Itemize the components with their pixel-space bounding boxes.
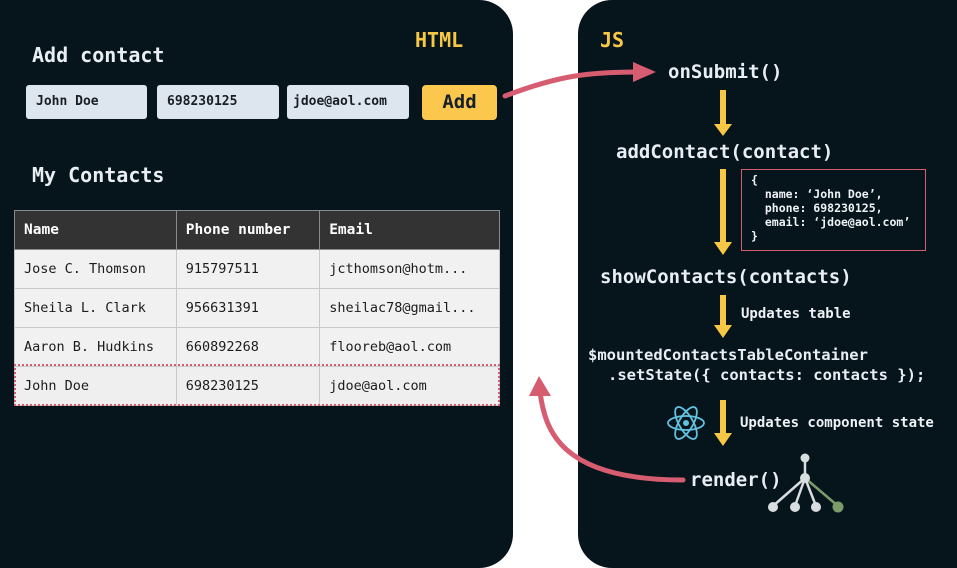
contact-object-line: phone: 698230125, <box>751 201 883 215</box>
html-label: HTML <box>415 28 464 52</box>
contacts-table: Name Phone number Email Jose C. Thomson … <box>14 210 500 406</box>
cell-name: Aaron B. Hudkins <box>14 327 177 367</box>
add-button[interactable]: Add <box>422 85 497 120</box>
updates-table-note: Updates table <box>741 306 851 322</box>
contact-object-line: { <box>751 173 758 187</box>
updates-state-note: Updates component state <box>740 415 934 431</box>
cell-phone: 915797511 <box>175 249 321 289</box>
render-fn: render() <box>690 469 782 491</box>
table-header-row: Name Phone number Email <box>14 210 500 250</box>
cell-email: jcthomson@hotm... <box>319 249 500 289</box>
contact-object-box: { name: ‘John Doe’, phone: 698230125, em… <box>741 169 926 251</box>
set-state-line-1: $mountedContactsTableContainer <box>588 346 868 364</box>
phone-input[interactable]: 698230125 <box>157 85 279 119</box>
add-contact-heading: Add contact <box>32 43 165 67</box>
set-state-line-2: .setState({ contacts: contacts }); <box>608 366 926 384</box>
cell-name: Jose C. Thomson <box>14 249 177 289</box>
cell-name: John Doe <box>14 366 177 406</box>
cell-email: sheilac78@gmail... <box>319 288 500 328</box>
name-input[interactable]: John Doe <box>26 85 147 119</box>
on-submit-fn: onSubmit() <box>668 61 783 83</box>
cell-name: Sheila L. Clark <box>14 288 177 328</box>
header-phone: Phone number <box>175 210 321 250</box>
cell-phone: 956631391 <box>175 288 321 328</box>
header-name: Name <box>14 210 177 250</box>
add-contact-fn: addContact(contact) <box>616 141 834 163</box>
render-arrow-head <box>529 376 551 396</box>
js-label: JS <box>600 28 625 52</box>
contact-object-line: name: ‘John Doe’, <box>751 187 883 201</box>
cell-email: jdoe@aol.com <box>319 366 500 406</box>
my-contacts-heading: My Contacts <box>32 163 165 187</box>
cell-phone: 660892268 <box>175 327 321 367</box>
cell-phone: 698230125 <box>175 366 321 406</box>
table-row: Sheila L. Clark 956631391 sheilac78@gmai… <box>14 288 500 328</box>
cell-email: flooreb@aol.com <box>319 327 500 367</box>
table-row: Aaron B. Hudkins 660892268 flooreb@aol.c… <box>14 327 500 367</box>
contact-object-line: } <box>751 229 758 243</box>
table-row-new-contact: John Doe 698230125 jdoe@aol.com <box>14 366 500 406</box>
email-input[interactable]: jdoe@aol.com <box>287 85 409 119</box>
show-contacts-fn: showContacts(contacts) <box>600 266 852 288</box>
header-email: Email <box>319 210 500 250</box>
contact-object-line: email: ‘jdoe@aol.com’ <box>751 215 911 229</box>
table-row: Jose C. Thomson 915797511 jcthomson@hotm… <box>14 249 500 289</box>
